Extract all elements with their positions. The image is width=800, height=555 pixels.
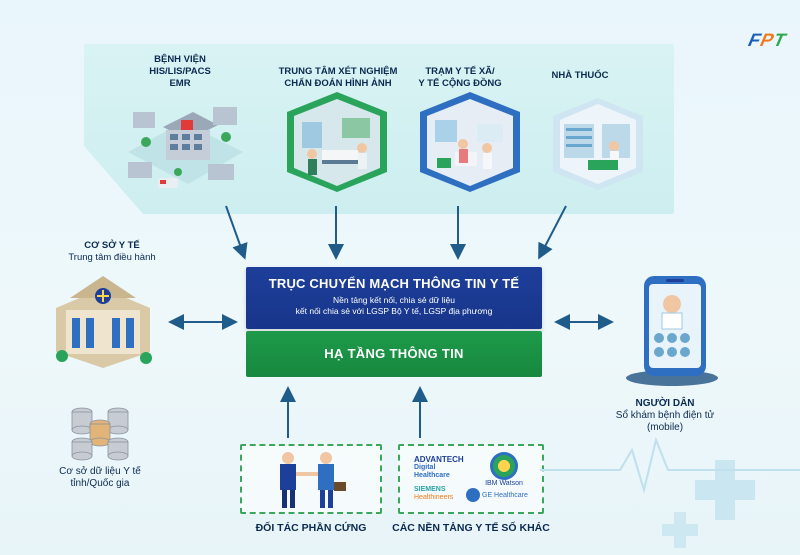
- digital-platforms-box: ADVANTECH Digital Healthcare IBM Watson …: [398, 444, 544, 514]
- central-title: TRỤC CHUYỂN MẠCH THÔNG TIN Y TẾ: [268, 276, 520, 291]
- lab-illustration: [287, 92, 387, 192]
- central-sub1: Nền tảng kết nối, chia sẻ dữ liệu: [333, 295, 455, 305]
- health-office-label: CƠ SỞ Y TẾ Trung tâm điều hành: [68, 240, 156, 263]
- pharmacy-illustration: [553, 98, 643, 190]
- digital-platforms-label: CÁC NỀN TẢNG Y TẾ SỐ KHÁC: [392, 522, 550, 534]
- database-label: Cơ sở dữ liệu Y tế tỉnh/Quốc gia: [59, 466, 141, 489]
- pharmacy-label: NHÀ THUỐC: [551, 70, 609, 81]
- handshake-illustration: [280, 452, 346, 508]
- ge-healthcare-label: GE Healthcare: [482, 492, 528, 499]
- hospital-label: BỆNH VIỆN HIS/LIS/PACS EMR: [149, 54, 211, 89]
- information-infrastructure: HẠ TẦNG THÔNG TIN: [246, 331, 542, 377]
- ibm-watson-label: IBM Watson: [485, 480, 523, 487]
- hardware-partner-box: [240, 444, 382, 514]
- health-info-switching-axis: TRỤC CHUYỂN MẠCH THÔNG TIN Y TẾ Nền tảng…: [246, 267, 542, 329]
- siemens-logo: SIEMENS Healthineers: [414, 486, 454, 501]
- heartbeat-line: [540, 436, 800, 494]
- mobile-phone-illustration: [626, 276, 718, 386]
- health-office-illustration: [56, 276, 152, 368]
- medical-cross-icon: [695, 460, 755, 520]
- clinic-illustration: [420, 92, 520, 192]
- hardware-partner-label: ĐỐI TÁC PHẦN CỨNG: [255, 522, 367, 534]
- advantech-logo: ADVANTECH Digital Healthcare: [414, 455, 464, 480]
- hospital-illustration: [128, 107, 243, 188]
- lab-label: TRUNG TÂM XÉT NGHIỆM CHẨN ĐOÁN HÌNH ẢNH: [278, 66, 398, 89]
- clinic-label: TRẠM Y TẾ XÃ/ Y TẾ CỘNG ĐỒNG: [418, 66, 502, 89]
- database-icon: [71, 407, 129, 461]
- citizen-label: NGƯỜI DÂN Sổ khám bệnh điện tử (mobile): [615, 398, 715, 433]
- central-sub2: kết nối chia sẻ với LGSP Bộ Y tế, LGSP đ…: [295, 306, 493, 316]
- ge-logo-icon: [466, 488, 480, 502]
- ibm-watson-logo-icon: [490, 452, 518, 480]
- small-cross-icon: [662, 512, 698, 548]
